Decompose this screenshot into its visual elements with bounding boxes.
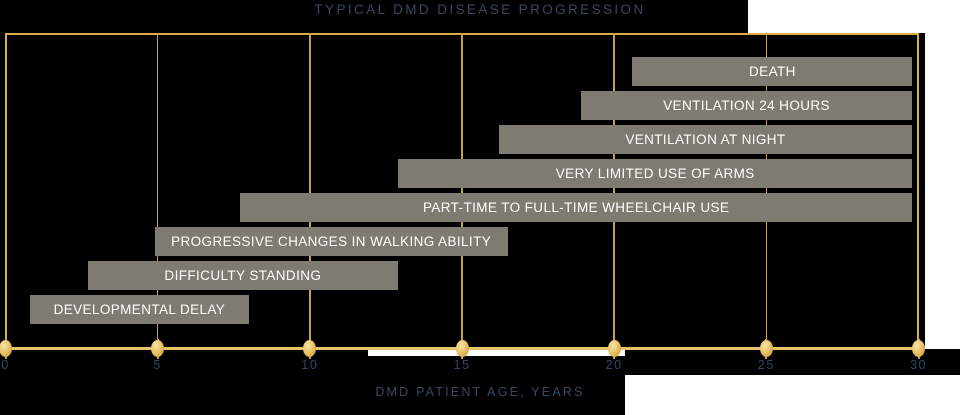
bar-label: DEATH bbox=[749, 64, 796, 79]
gridline-year-25 bbox=[765, 33, 768, 349]
bar-part-time-to-full-time-wheelchair-use[interactable]: PART-TIME TO FULL-TIME WHEELCHAIR USE bbox=[239, 193, 913, 222]
bar-progressive-changes-in-walking-ability[interactable]: PROGRESSIVE CHANGES IN WALKING ABILITY bbox=[154, 227, 508, 256]
tick-marker-20 bbox=[607, 340, 621, 357]
gridline-year-5 bbox=[156, 33, 159, 349]
bar-ventilation-24-hours[interactable]: VENTILATION 24 HOURS bbox=[580, 91, 913, 120]
tick-label-5: 5 bbox=[153, 358, 162, 372]
bar-ventilation-at-night[interactable]: VENTILATION AT NIGHT bbox=[498, 125, 913, 154]
bar-very-limited-use-of-arms[interactable]: VERY LIMITED USE OF ARMS bbox=[398, 159, 913, 188]
bar-label: PART-TIME TO FULL-TIME WHEELCHAIR USE bbox=[422, 200, 730, 215]
gridline-year-20 bbox=[613, 33, 615, 349]
tick-label-30: 30 bbox=[909, 358, 928, 372]
bar-difficulty-standing[interactable]: DIFFICULTY STANDING bbox=[87, 261, 399, 290]
bar-developmental-delay[interactable]: DEVELOPMENTAL DELAY bbox=[29, 295, 249, 324]
tick-marker-30 bbox=[912, 340, 925, 357]
bar-death[interactable]: DEATH bbox=[632, 57, 913, 86]
chart-title: TYPICAL DMD DISEASE PROGRESSION bbox=[314, 2, 646, 17]
tick-marker-15 bbox=[455, 340, 469, 357]
background-panel-axis-left bbox=[0, 349, 368, 356]
tick-marker-5 bbox=[151, 340, 165, 357]
gridline-year-10 bbox=[309, 33, 311, 349]
gridline-year-15 bbox=[461, 33, 463, 349]
axis-title: DMD PATIENT AGE, YEARS bbox=[375, 385, 585, 399]
bar-label: DEVELOPMENTAL DELAY bbox=[53, 302, 226, 317]
bar-label: VERY LIMITED USE OF ARMS bbox=[555, 166, 755, 181]
tick-marker-10 bbox=[303, 340, 317, 357]
bar-label: PROGRESSIVE CHANGES IN WALKING ABILITY bbox=[171, 234, 492, 249]
bar-label: VENTILATION 24 HOURS bbox=[663, 98, 830, 113]
tick-label-15: 15 bbox=[453, 358, 471, 372]
tick-label-20: 20 bbox=[605, 358, 623, 372]
background-panel-label bbox=[0, 356, 625, 415]
bar-label: VENTILATION AT NIGHT bbox=[625, 132, 786, 147]
tick-label-0: 0 bbox=[1, 358, 10, 372]
tick-label-10: 10 bbox=[301, 358, 319, 372]
tick-marker-25 bbox=[759, 340, 773, 357]
tick-label-25: 25 bbox=[757, 358, 775, 372]
background-panel-main bbox=[0, 0, 748, 33]
tick-marker-0 bbox=[0, 340, 12, 357]
bar-label: DIFFICULTY STANDING bbox=[164, 268, 322, 283]
background-panel-axis-right bbox=[625, 349, 960, 375]
